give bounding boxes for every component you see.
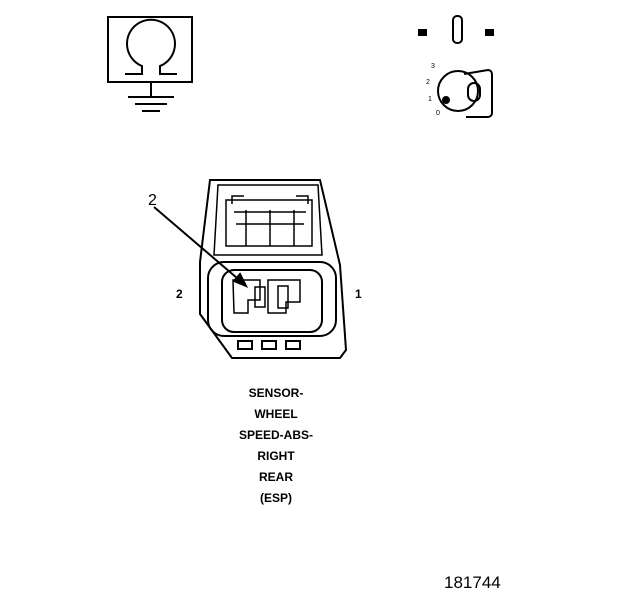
caption-line: REAR xyxy=(258,470,293,484)
callout-arrowhead-icon xyxy=(232,272,249,288)
pin-label-right: 1 xyxy=(355,287,362,301)
caption-line: WHEEL xyxy=(254,407,298,421)
caption-line: SENSOR- xyxy=(248,386,304,400)
ignition-position-label: 0 xyxy=(436,110,440,117)
caption-line: (ESP) xyxy=(259,491,292,505)
connector-icon xyxy=(199,179,348,359)
ignition-position-label: 2 xyxy=(426,79,430,86)
ignition-position-label: 1 xyxy=(428,96,432,103)
caption-line: RIGHT xyxy=(257,449,295,463)
pin-label-left: 2 xyxy=(176,287,183,301)
ohm-ground-icon xyxy=(107,16,193,112)
ignition-switch-icon xyxy=(418,15,494,118)
ignition-position-label: 3 xyxy=(431,63,435,70)
figure-number: 181744 xyxy=(444,573,501,592)
callout-number: 2 xyxy=(148,192,157,209)
caption-line: SPEED-ABS- xyxy=(238,428,313,442)
callout-leader-line xyxy=(153,206,245,285)
